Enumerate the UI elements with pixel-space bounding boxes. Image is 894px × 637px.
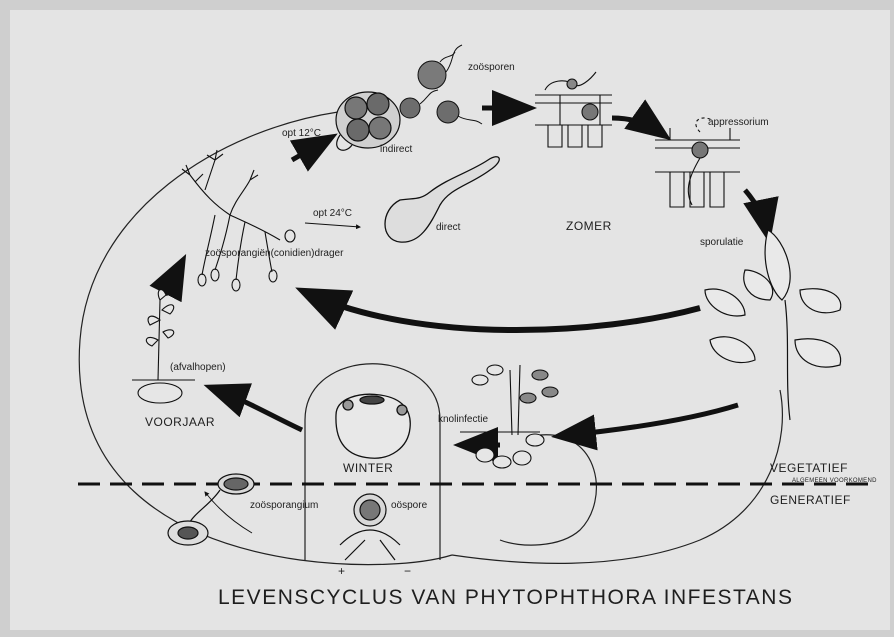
label-generatief: GENERATIEF	[770, 494, 851, 506]
arrow-direct	[305, 223, 360, 227]
zoospores	[400, 45, 482, 124]
label-afvalhopen: (afvalhopen)	[170, 362, 226, 374]
label-opt12: opt 12°C	[282, 128, 321, 140]
arrow-to-appressorium	[612, 118, 664, 135]
label-voorjaar: VOORJAAR	[145, 416, 215, 428]
arrow-to-sporulation	[745, 190, 768, 235]
label-appressorium: appressorium	[708, 117, 769, 129]
arrow-oospore-up	[205, 492, 252, 533]
leaf-section-infection	[535, 72, 612, 147]
sporangium-cluster	[336, 92, 400, 150]
arrow-to-sporangium	[292, 138, 330, 160]
arrow-winter-to-voorjaar	[212, 388, 302, 430]
sporangiophore	[182, 150, 295, 291]
winter-tuber	[336, 394, 410, 458]
tuber-line	[500, 435, 596, 545]
appressorium-section	[655, 118, 740, 207]
label-algemeen-voorkomend: ALGEMEEN VOORKOMEND	[792, 475, 877, 487]
label-zoosporangium: zoösporangium	[250, 500, 318, 512]
label-vegetatief: VEGETATIEF	[770, 462, 848, 474]
arrow-plant-to-tuber	[560, 405, 738, 436]
potato-leaves	[705, 230, 841, 420]
arrow-voorjaar-to-drager	[165, 262, 182, 295]
diagram-title: LEVENSCYCLUS VAN PHYTOPHTHORA INFESTANS	[218, 592, 793, 604]
label-plus: +	[338, 565, 346, 577]
label-opt24: opt 24°C	[313, 208, 352, 220]
label-drager: zoösporangiën(conidien)drager	[205, 248, 343, 260]
label-minus: −	[404, 565, 412, 577]
label-zomer: ZOMER	[566, 220, 612, 232]
label-direct: direct	[436, 222, 460, 234]
label-indirect: indirect	[380, 144, 412, 156]
label-winter: WINTER	[343, 462, 393, 474]
spring-sprout	[132, 290, 195, 403]
outer-cycle-line	[79, 112, 452, 565]
arrow-leaf-to-drager	[305, 292, 700, 330]
label-zoosporen: zoösporen	[468, 62, 515, 74]
label-knolinfectie: knolinfectie	[438, 414, 488, 426]
label-oospore: oöspore	[391, 500, 427, 512]
label-sporulatie: sporulatie	[700, 237, 743, 249]
outer-cycle-line-right	[452, 390, 782, 563]
